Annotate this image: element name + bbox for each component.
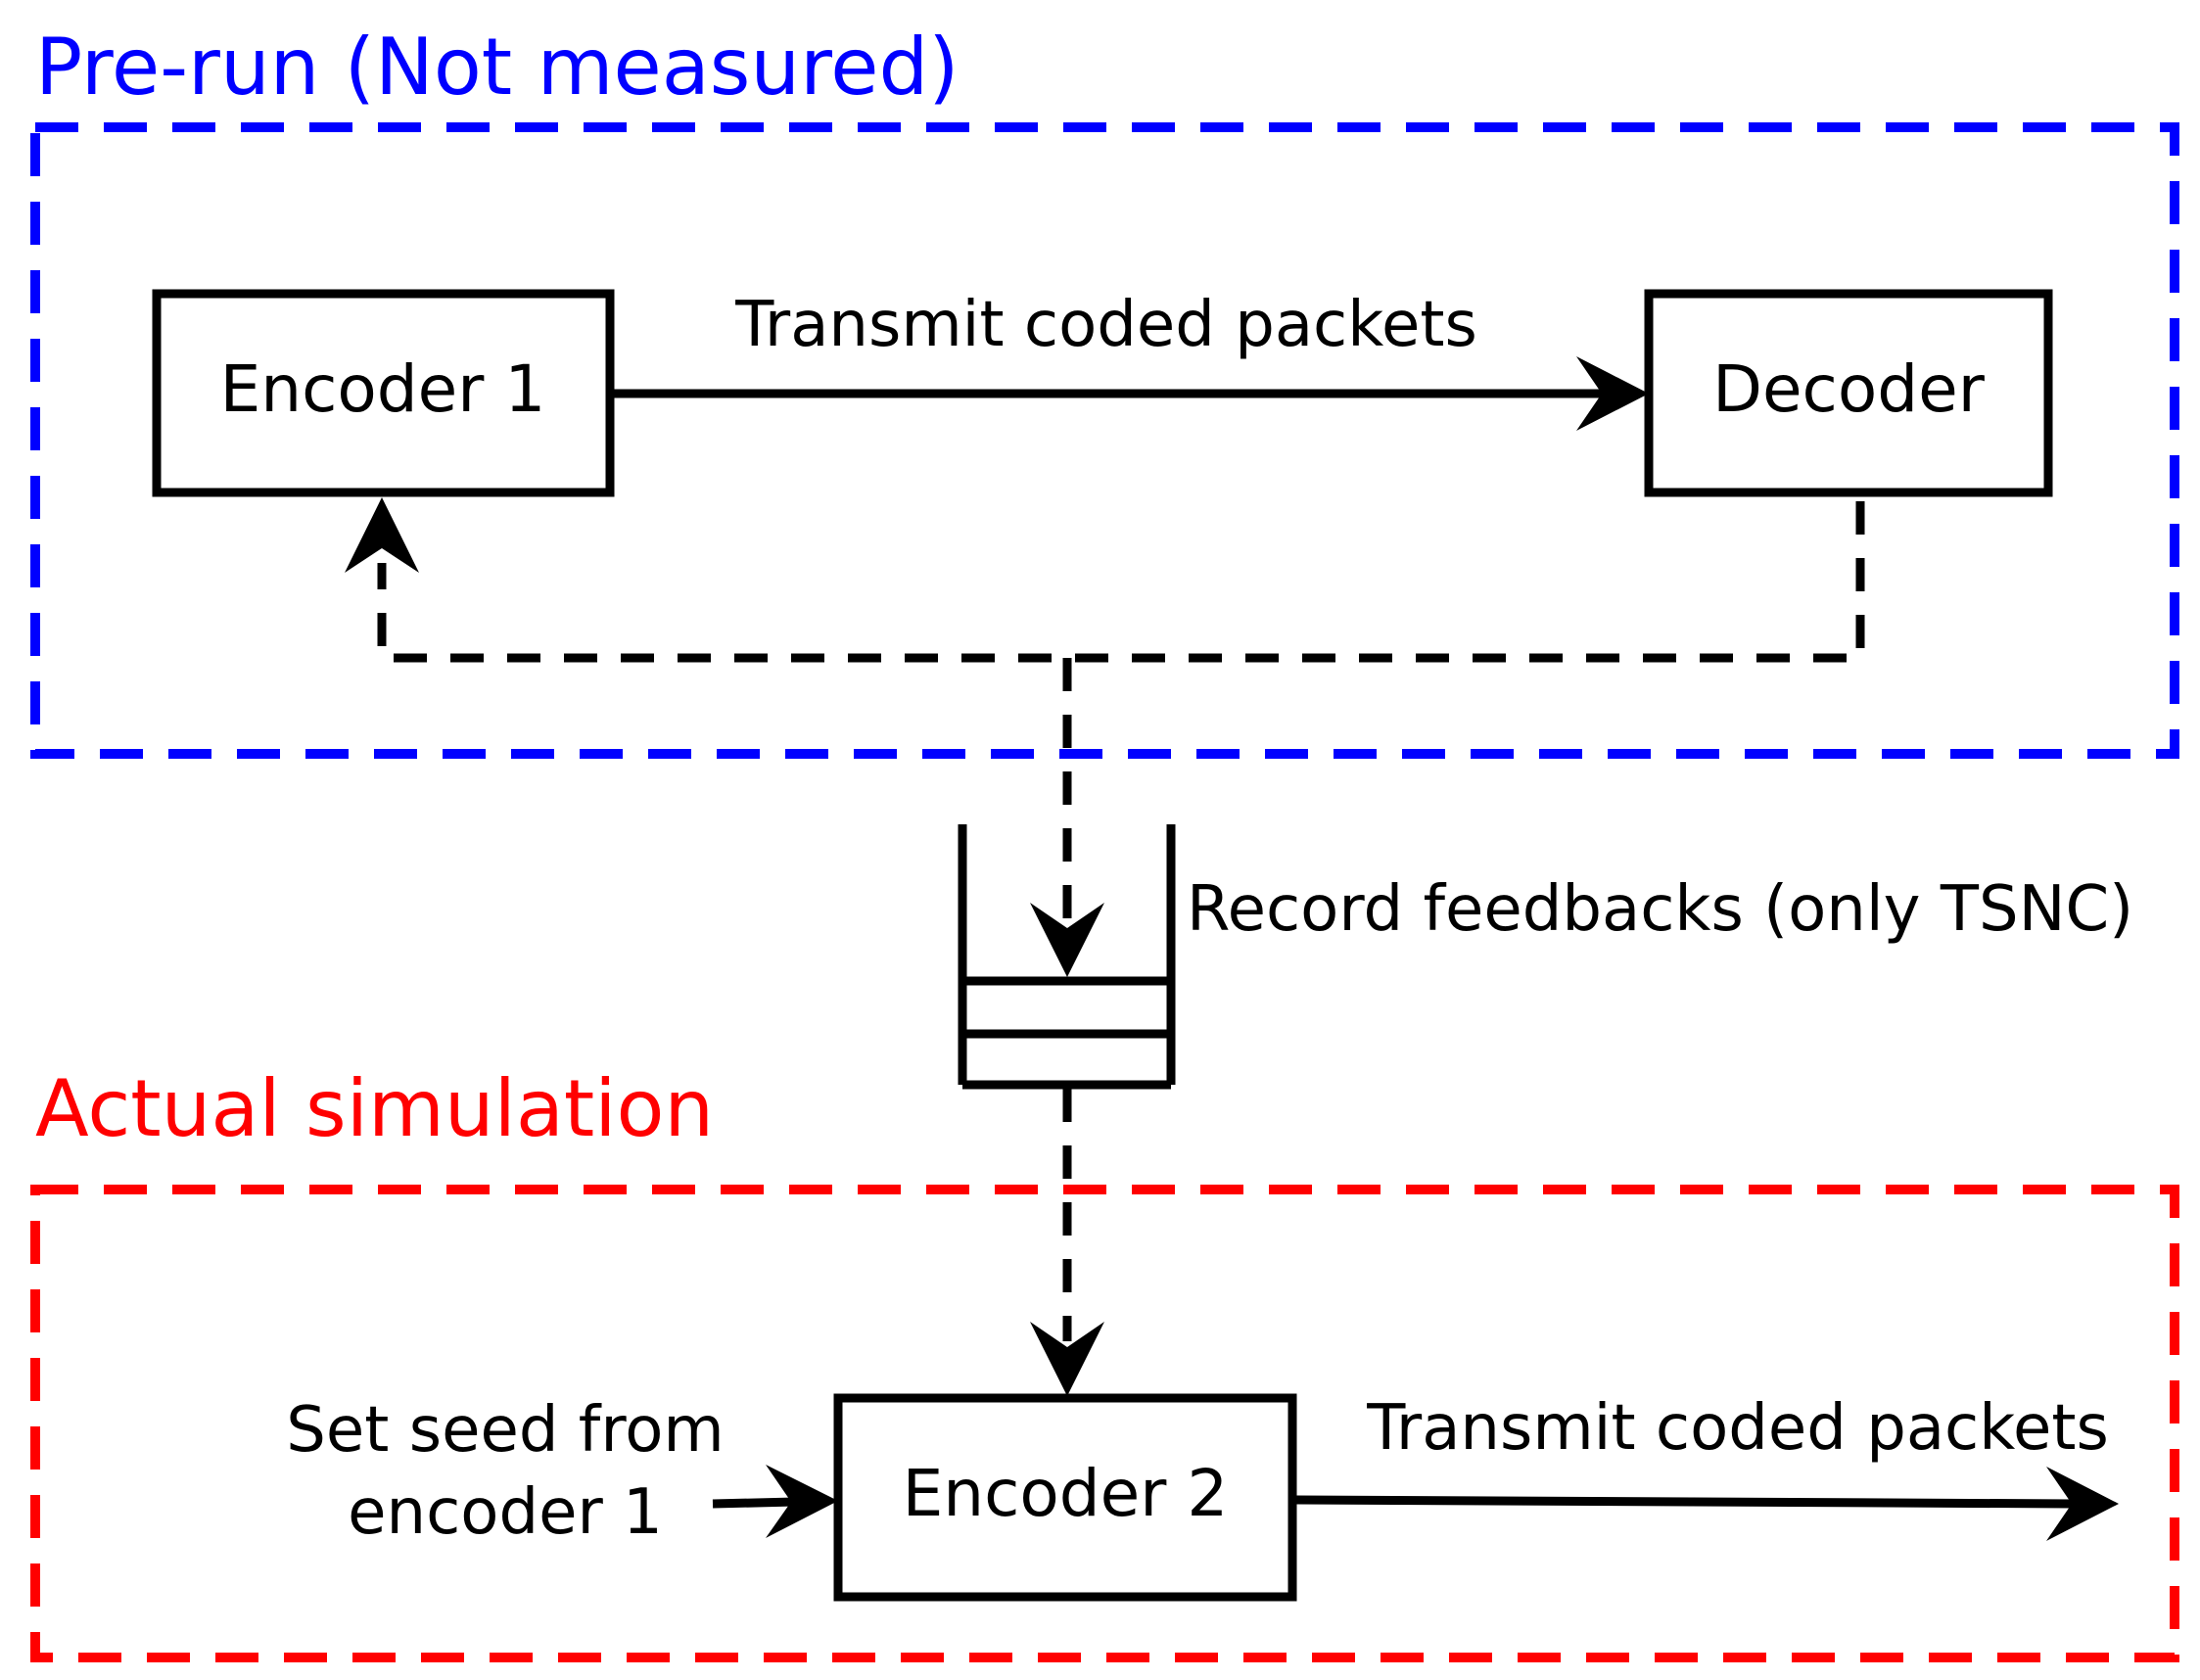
seed-line <box>712 1497 796 1509</box>
encoder2-node: Encoder 2 <box>833 1393 1297 1602</box>
encoder2-box <box>833 1393 1297 1602</box>
actual-section-frame <box>30 1185 2179 1662</box>
feedback-dashed-line <box>377 501 1865 663</box>
seed-edge: Set seed from encoder 1 <box>286 1394 838 1549</box>
feedback-edge <box>345 497 1865 663</box>
transmit-prerun-arrowhead <box>1576 356 1649 431</box>
actual-section-title: Actual simulation <box>35 1063 714 1154</box>
replay-edge <box>1030 1089 1104 1396</box>
encoder1-box <box>152 289 615 497</box>
seed-label-line2: encoder 1 <box>348 1476 663 1549</box>
seed-label-line1: Set seed from <box>286 1394 724 1467</box>
transmit-prerun-edge: Transmit coded packets <box>614 289 1649 431</box>
prerun-section-title: Pre-run (Not measured) <box>35 22 959 113</box>
decoder-box <box>1644 289 2053 497</box>
record-arrowhead <box>1030 903 1104 977</box>
encoder2-label: Encoder 2 <box>903 1456 1229 1531</box>
transmit-actual-arrowhead <box>2046 1467 2119 1541</box>
decoder-label: Decoder <box>1712 351 1986 427</box>
record-edge <box>1030 658 1104 977</box>
transmit-actual-label: Transmit coded packets <box>1366 1392 2109 1465</box>
encoder1-node: Encoder 1 <box>152 289 615 497</box>
decoder-node: Decoder <box>1644 289 2053 497</box>
replay-arrowhead <box>1030 1322 1104 1396</box>
transmit-actual-edge: Transmit coded packets <box>1295 1392 2119 1541</box>
seed-arrowhead <box>766 1465 838 1538</box>
prerun-section-frame <box>30 122 2179 759</box>
transmit-actual-line <box>1295 1495 2077 1509</box>
feedback-arrowhead <box>345 497 419 573</box>
feedback-queue: Record feedbacks (only TSNC) <box>958 824 2133 1090</box>
encoder1-label: Encoder 1 <box>220 351 546 427</box>
queue-label: Record feedbacks (only TSNC) <box>1187 873 2133 946</box>
transmit-prerun-label: Transmit coded packets <box>734 289 1477 361</box>
